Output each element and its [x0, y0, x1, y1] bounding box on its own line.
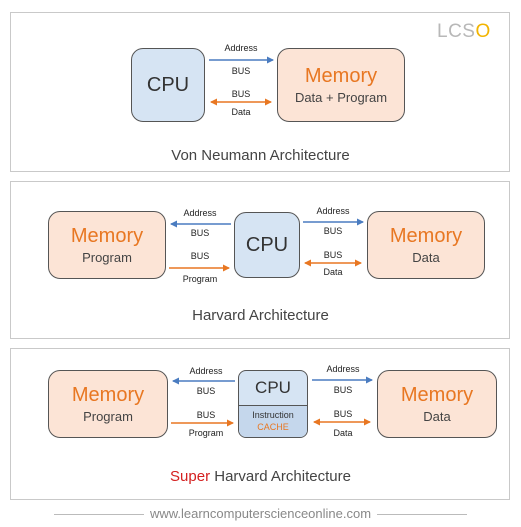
- sh-left-address-label: Address: [189, 366, 223, 376]
- h-right-address-label: Address: [316, 206, 350, 216]
- sh-memory-data-box: Memory Data: [377, 370, 497, 438]
- h-right-bus-top-label: BUS: [323, 226, 343, 236]
- h-cpu-label: CPU: [245, 234, 289, 256]
- vn-data-label: Data: [231, 107, 251, 117]
- sh-right-bus-top-label: BUS: [333, 385, 353, 395]
- sh-right-address-label: Address: [326, 364, 360, 374]
- sh-left-program-label: Program: [188, 428, 224, 438]
- vn-cpu-box: CPU: [131, 48, 205, 122]
- vn-cpu-label: CPU: [146, 74, 190, 96]
- vn-caption: Von Neumann Architecture: [171, 147, 350, 164]
- sh-cache-label: CACHE: [257, 422, 289, 432]
- h-left-bus-bottom-label: BUS: [190, 251, 210, 261]
- lcso-logo: LCSO: [437, 21, 491, 42]
- sh-left-bus-bottom-label: BUS: [196, 410, 216, 420]
- h-left-bus-top-label: BUS: [190, 228, 210, 238]
- h-right-bus-bottom-label: BUS: [323, 250, 343, 260]
- vn-bus-top-label: BUS: [231, 66, 251, 76]
- h-memory-data-box: Memory Data: [367, 211, 485, 279]
- vn-address-label: Address: [224, 43, 258, 53]
- h-left-address-label: Address: [183, 208, 217, 218]
- footer-rule-right: [377, 514, 468, 516]
- vn-memory-sub: Data + Program: [294, 90, 388, 105]
- sh-cpu-label: CPU: [239, 371, 307, 406]
- sh-caption-rest: Harvard Architecture: [210, 468, 351, 485]
- sh-left-bus-top-label: BUS: [196, 386, 216, 396]
- vn-bus-bottom-label: BUS: [231, 89, 251, 99]
- sh-memory-program-sub: Program: [83, 409, 133, 424]
- h-left-program-label: Program: [182, 274, 218, 284]
- sh-instruction-cache: Instruction CACHE: [239, 406, 307, 437]
- sh-right-bus-bottom-label: BUS: [333, 409, 353, 419]
- vn-memory-title: Memory: [304, 65, 378, 87]
- h-memory-data-sub: Data: [412, 250, 440, 265]
- h-memory-program-box: Memory Program: [48, 211, 166, 279]
- vn-memory-box: Memory Data + Program: [277, 48, 405, 122]
- sh-cpu-box: CPU Instruction CACHE: [238, 370, 308, 438]
- h-memory-program-sub: Program: [82, 250, 132, 265]
- h-cpu-box: CPU: [234, 212, 300, 278]
- h-memory-program-title: Memory: [70, 225, 144, 247]
- von-neumann-panel: [10, 12, 510, 172]
- h-right-data-label: Data: [323, 267, 343, 277]
- footer-rule-left: [53, 514, 144, 516]
- h-caption: Harvard Architecture: [192, 307, 329, 324]
- sh-memory-data-sub: Data: [423, 409, 451, 424]
- footer: www.learncomputerscienceonline.com: [0, 506, 521, 521]
- sh-instruction-label: Instruction: [252, 410, 294, 421]
- sh-caption: Super Harvard Architecture: [0, 468, 521, 485]
- sh-memory-program-title: Memory: [71, 384, 145, 406]
- sh-memory-program-box: Memory Program: [48, 370, 168, 438]
- footer-url: www.learncomputerscienceonline.com: [149, 506, 372, 521]
- sh-caption-super: Super: [170, 468, 211, 485]
- sh-right-data-label: Data: [333, 428, 353, 438]
- sh-memory-data-title: Memory: [400, 384, 474, 406]
- h-memory-data-title: Memory: [389, 225, 463, 247]
